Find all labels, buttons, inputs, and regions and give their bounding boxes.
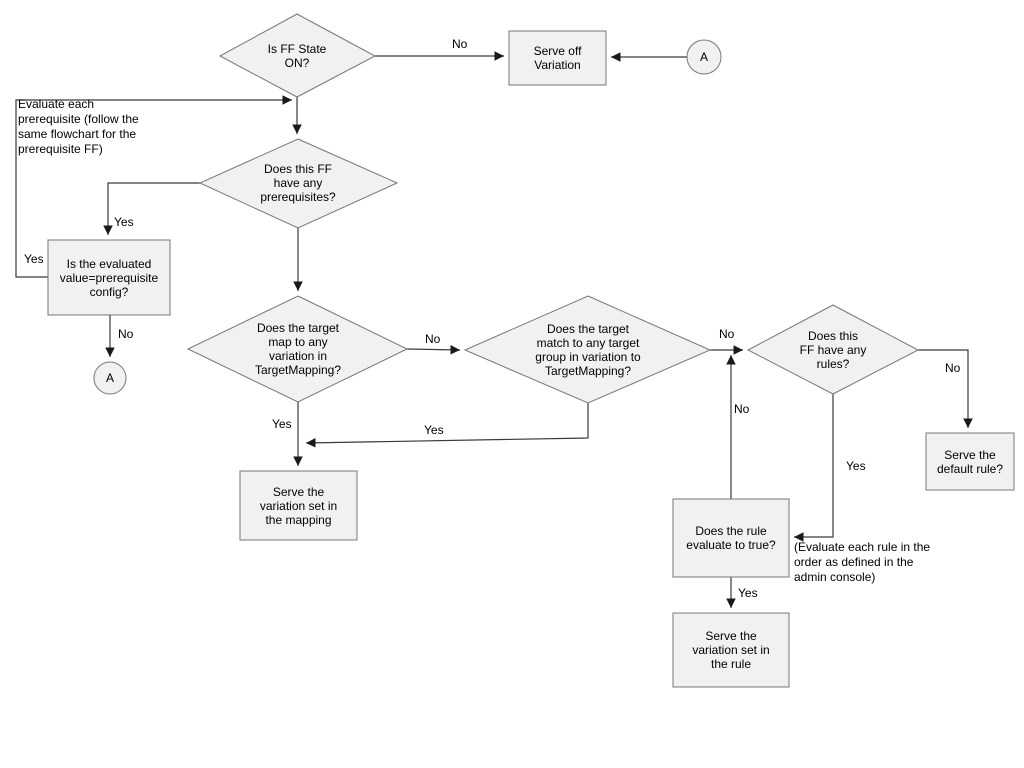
edge-label-ff-off-no: No — [452, 37, 468, 51]
label-serve-mapping: Serve the variation set in the mapping — [259, 484, 338, 527]
decision-target-group — [463, 295, 712, 404]
edge-targetgroup-yes-to-mapping — [305, 403, 589, 448]
edge-label-rule-true-yes: Yes — [738, 586, 758, 600]
edge-label-eval-no: No — [118, 327, 134, 341]
edge-label-rules-no: No — [945, 361, 961, 375]
process-serve-off-variation — [508, 30, 607, 86]
decision-target-map — [186, 295, 409, 403]
edge-targetmap-no-to-targetgroup — [406, 345, 461, 355]
label-rule-evaluate: Does the rule evaluate to true? — [686, 524, 776, 552]
process-rule-evaluate — [672, 498, 790, 578]
annotation-prerequisite-note: Evaluate each prerequisite (follow the s… — [18, 97, 139, 156]
label-serve-default: Serve the default rule? — [936, 447, 1004, 476]
edge-label-prereq-yes: Yes — [114, 215, 134, 229]
edge-label-map-no: No — [425, 332, 441, 346]
connector-a-top — [686, 39, 722, 75]
edge-label-group-yes: Yes — [424, 423, 444, 437]
label-connector-a-top: A — [699, 50, 708, 64]
label-target-group: Does the target match to any target grou… — [535, 322, 641, 378]
label-has-rules: Does this FF have any rules? — [799, 329, 867, 371]
decision-is-ff-state-on — [218, 13, 377, 98]
process-serve-default — [925, 432, 1015, 491]
process-serve-mapping — [239, 470, 358, 541]
edge-label-rule-loop-no: No — [734, 402, 750, 416]
edge-label-map-yes: Yes — [272, 417, 292, 431]
edge-label-prereq-loop-yes: Yes — [24, 252, 44, 266]
label-is-ff-state-on: Is FF State ON? — [267, 42, 327, 70]
edge-evalprereq-loop-back — [15, 95, 292, 278]
decision-has-prerequisites — [198, 138, 399, 229]
decision-has-rules — [746, 304, 920, 395]
edge-label-rules-yes: Yes — [846, 459, 866, 473]
process-evaluated-value — [47, 239, 171, 316]
label-serve-rule: Serve the variation set in the rule — [692, 629, 770, 671]
label-target-map: Does the target map to any variation in … — [254, 321, 342, 377]
process-serve-rule — [672, 612, 790, 688]
edge-prereq-yes-to-eval — [103, 182, 200, 235]
edge-hasrules-yes-to-ruletrue — [794, 394, 834, 542]
annotation-rule-order-note: (Evaluate each rule in the order as defi… — [794, 540, 931, 584]
edge-label-group-no: No — [719, 327, 735, 341]
edge-hasrules-no-to-default — [918, 349, 973, 428]
label-has-prerequisites: Does this FF have any prerequisites? — [260, 162, 336, 204]
label-evaluated-value: Is the evaluated value=prerequisite conf… — [59, 256, 159, 299]
connector-a-left — [93, 361, 127, 395]
label-connector-a-left: A — [105, 371, 114, 385]
label-serve-off-variation: Serve off Variation — [533, 44, 582, 72]
